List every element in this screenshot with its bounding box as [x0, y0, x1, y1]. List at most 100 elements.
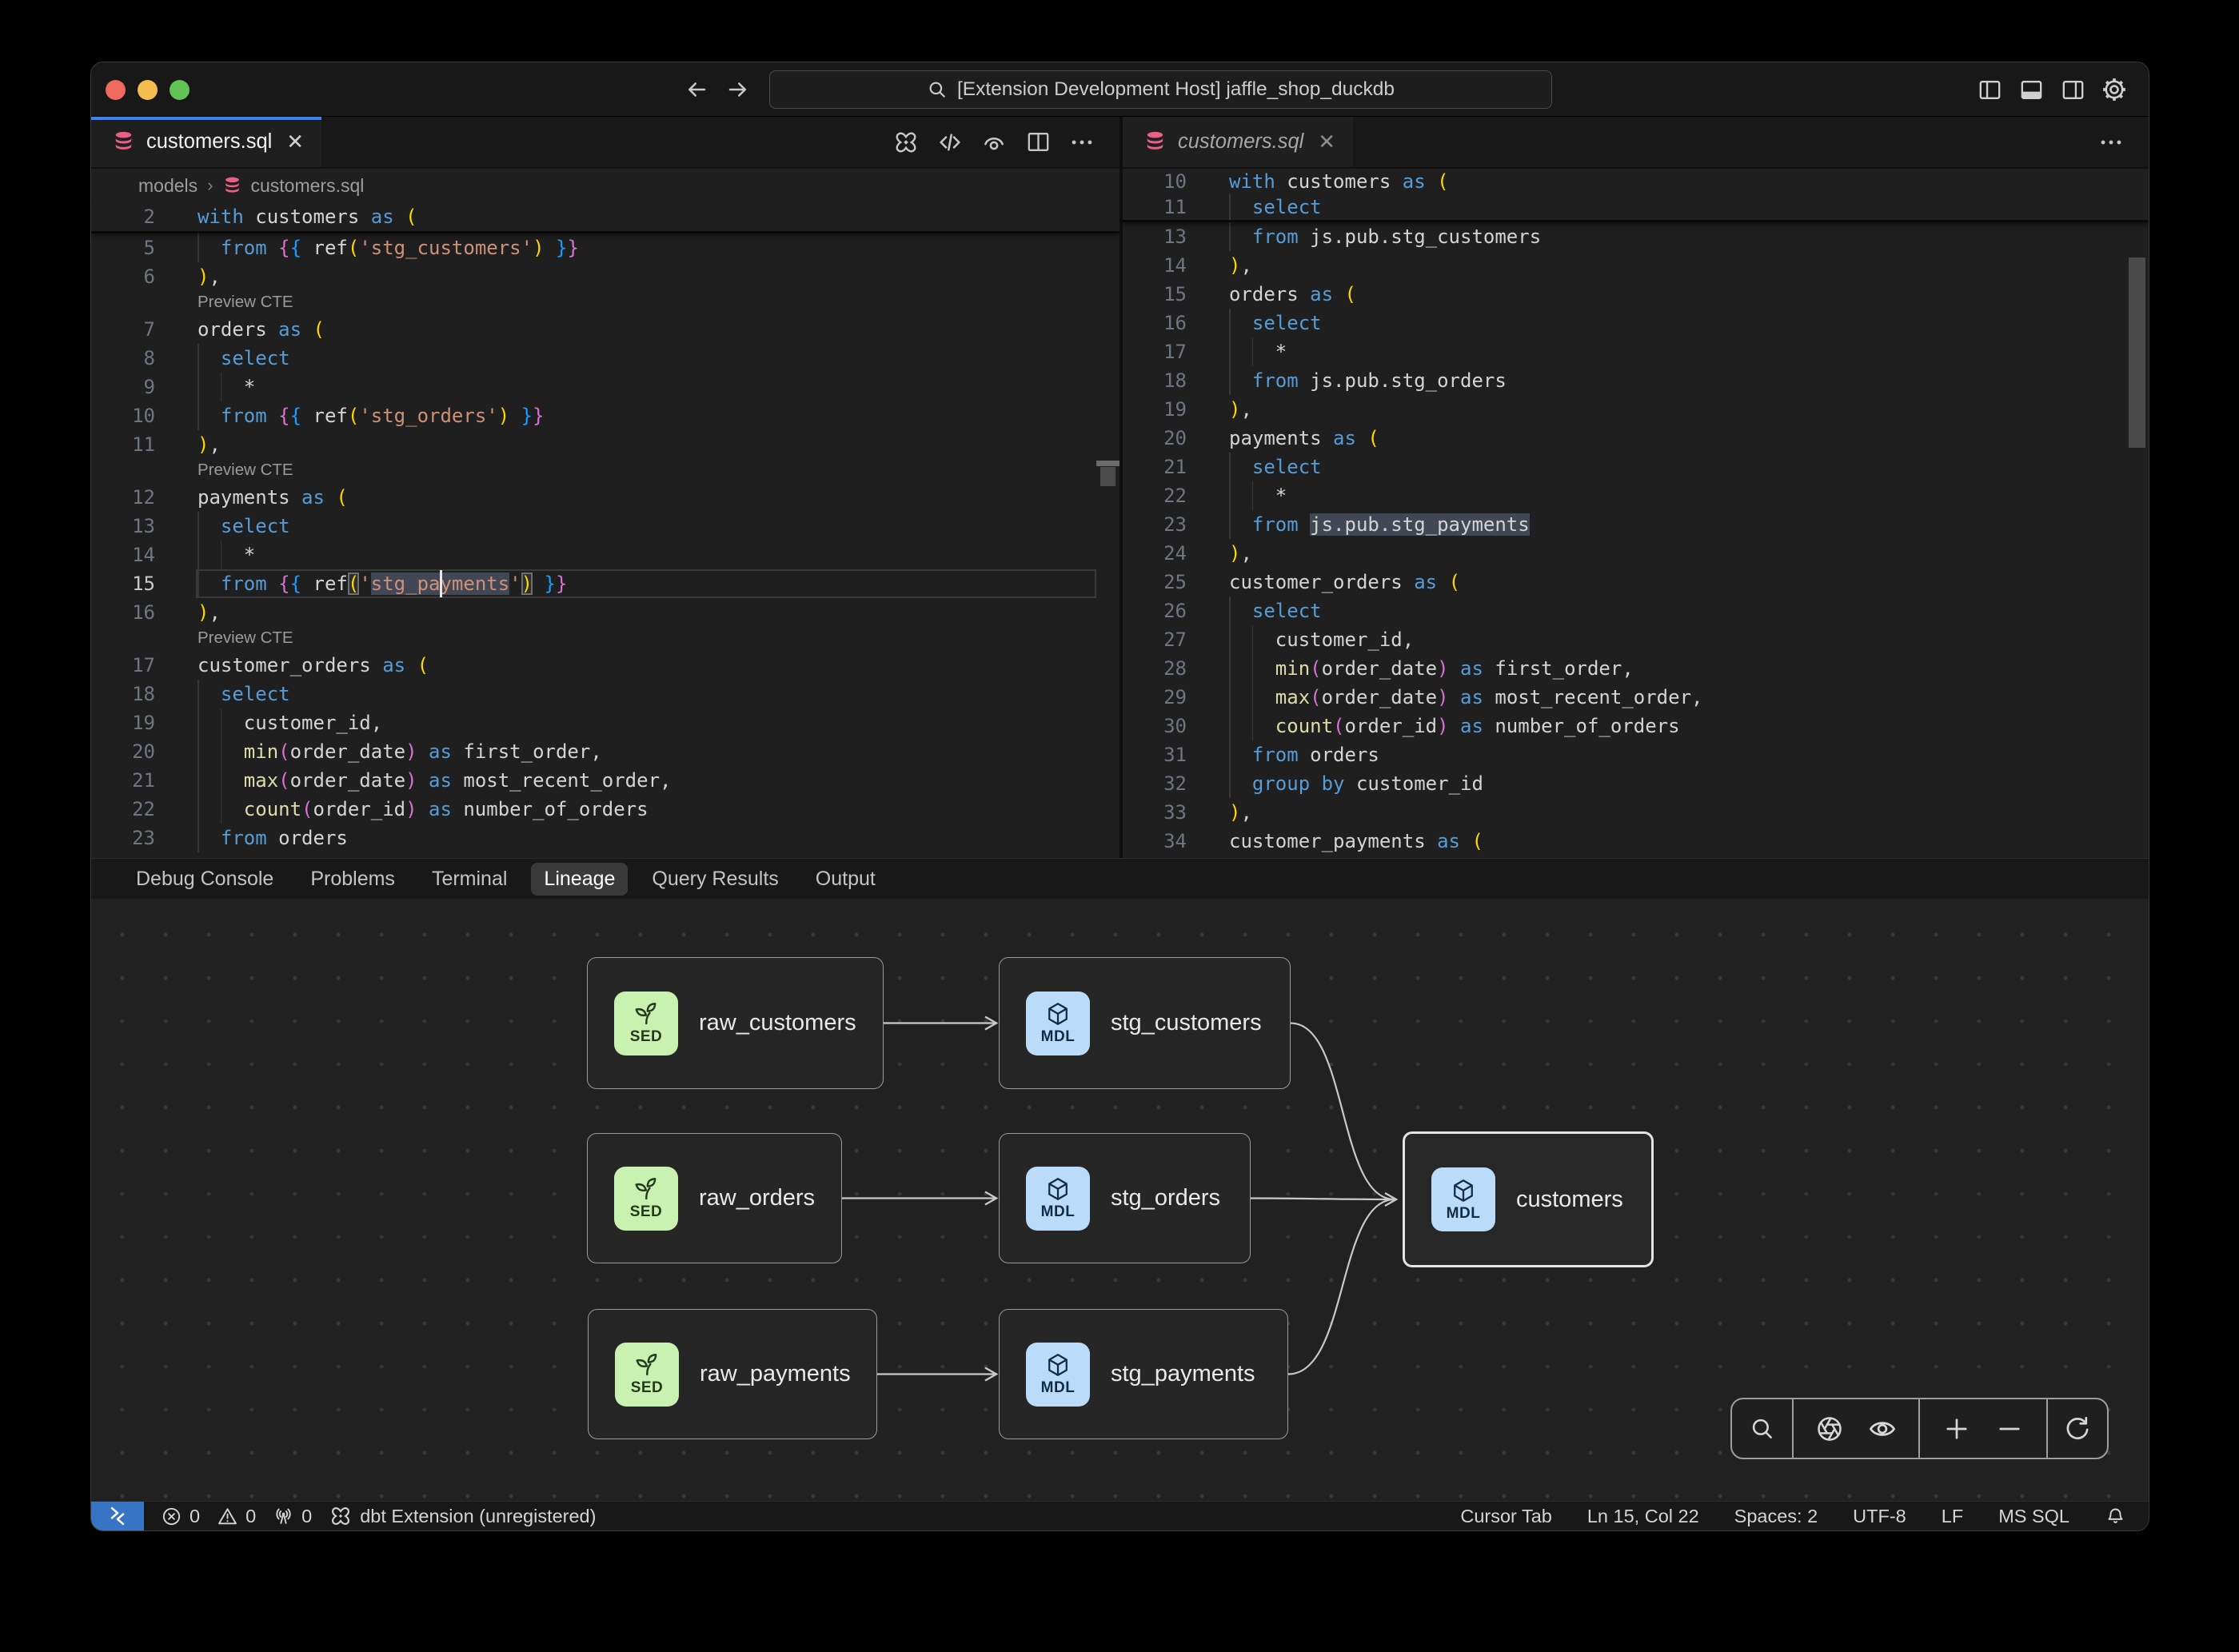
- panel-tab-query-results[interactable]: Query Results: [652, 867, 779, 890]
- breadcrumb[interactable]: models › customers.sql: [91, 169, 1120, 202]
- search-icon[interactable]: [1746, 1412, 1779, 1446]
- scrollbar-left[interactable]: [1096, 225, 1120, 858]
- code-line-16[interactable]: 16),: [91, 598, 1120, 627]
- code-line-13[interactable]: 13 select: [91, 512, 1120, 541]
- code-line-15[interactable]: 15 from {{ ref('stg_payments') }}: [91, 569, 1120, 598]
- editor-group-divider[interactable]: [1120, 117, 1123, 858]
- code-line-28[interactable]: 28 min(order_date) as first_order,: [1123, 654, 2149, 683]
- status-item-ms-sql[interactable]: MS SQL: [1998, 1502, 2069, 1530]
- window-zoom-button[interactable]: [170, 80, 190, 100]
- code-line-9[interactable]: 9 *: [91, 373, 1120, 401]
- zoom-in-icon[interactable]: [1940, 1412, 1974, 1446]
- code-icon[interactable]: [936, 129, 964, 156]
- breadcrumb-file[interactable]: customers.sql: [250, 174, 365, 196]
- panel-tab-terminal[interactable]: Terminal: [431, 867, 508, 890]
- code-line-13[interactable]: 13 from js.pub.stg_customers: [1123, 222, 2149, 251]
- eye-icon[interactable]: [1866, 1412, 1899, 1446]
- code-line-17[interactable]: 17 *: [1123, 337, 2149, 366]
- panel-tab-problems[interactable]: Problems: [310, 867, 395, 890]
- command-center-search[interactable]: [Extension Development Host] jaffle_shop…: [769, 70, 1552, 109]
- window-close-button[interactable]: [106, 80, 126, 100]
- code-line-14[interactable]: 14),: [1123, 251, 2149, 280]
- panel-tab-lineage[interactable]: Lineage: [531, 862, 629, 896]
- status-item-dbt-extension-unregistered-[interactable]: dbt Extension (unregistered): [329, 1504, 596, 1528]
- status-item-0[interactable]: 0: [273, 1506, 312, 1527]
- status-item-spaces-2[interactable]: Spaces: 2: [1734, 1502, 1818, 1530]
- code-line-19[interactable]: 19),: [1123, 395, 2149, 424]
- panel-tab-output[interactable]: Output: [815, 867, 876, 890]
- ellipsis-icon[interactable]: [2097, 129, 2125, 156]
- nav-forward-icon[interactable]: [726, 78, 750, 102]
- code-line-23[interactable]: 23 from js.pub.stg_payments: [1123, 510, 2149, 539]
- code-line-11[interactable]: 11),: [91, 430, 1120, 459]
- code-line-23[interactable]: 23 from orders: [91, 824, 1120, 852]
- status-item-ln-15-col-22[interactable]: Ln 15, Col 22: [1587, 1502, 1699, 1530]
- refresh-icon[interactable]: [2061, 1412, 2094, 1446]
- nav-back-icon[interactable]: [684, 78, 708, 102]
- window-minimize-button[interactable]: [138, 80, 158, 100]
- code-line-10[interactable]: 10 from {{ ref('stg_orders') }}: [91, 401, 1120, 430]
- code-line-24[interactable]: 24),: [1123, 539, 2149, 568]
- code-line-29[interactable]: 29 max(order_date) as most_recent_order,: [1123, 683, 2149, 712]
- zoom-out-icon[interactable]: [1993, 1412, 2026, 1446]
- toggle-secondary-sidebar-icon[interactable]: [2059, 76, 2086, 103]
- status-item-0[interactable]: 0: [217, 1506, 256, 1527]
- codelens-preview-cte[interactable]: Preview CTE: [198, 461, 293, 479]
- status-item-bell-icon[interactable]: [2105, 1502, 2126, 1530]
- code-line-19[interactable]: 19 customer_id,: [91, 708, 1120, 737]
- code-line-22[interactable]: 22 count(order_id) as number_of_orders: [91, 795, 1120, 824]
- tab-customers-sql-right[interactable]: customers.sql ✕: [1123, 117, 1353, 167]
- ellipsis-icon[interactable]: [1068, 129, 1096, 156]
- tab-customers-sql-left[interactable]: customers.sql ✕: [91, 117, 321, 167]
- codelens-preview-cte[interactable]: Preview CTE: [198, 628, 293, 647]
- code-line-18[interactable]: 18 from js.pub.stg_orders: [1123, 366, 2149, 395]
- code-line-16[interactable]: 16 select: [1123, 309, 2149, 337]
- code-line-8[interactable]: 8 select: [91, 344, 1120, 373]
- scrollbar-right[interactable]: [2125, 225, 2149, 858]
- code-line-32[interactable]: 32 group by customer_id: [1123, 769, 2149, 798]
- remote-indicator[interactable]: [91, 1502, 144, 1530]
- settings-gear-icon[interactable]: [2101, 76, 2128, 103]
- tab-close-icon[interactable]: ✕: [286, 130, 305, 154]
- status-item-utf-8[interactable]: UTF-8: [1853, 1502, 1906, 1530]
- status-item-0[interactable]: 0: [161, 1506, 200, 1527]
- code-line-30[interactable]: 30 count(order_id) as number_of_orders: [1123, 712, 2149, 740]
- code-line-31[interactable]: 31 from orders: [1123, 740, 2149, 769]
- preview-eye-icon[interactable]: [980, 129, 1008, 156]
- sticky-line-11[interactable]: 11 select: [1123, 194, 2149, 220]
- tab-close-icon[interactable]: ✕: [1318, 130, 1336, 154]
- panel-tab-debug-console[interactable]: Debug Console: [136, 867, 274, 890]
- status-item-cursor-tab[interactable]: Cursor Tab: [1460, 1502, 1552, 1530]
- scrollbar-thumb[interactable]: [2129, 257, 2145, 448]
- code-line-18[interactable]: 18 select: [91, 680, 1120, 708]
- split-editor-icon[interactable]: [1024, 129, 1052, 156]
- code-line-21[interactable]: 21 max(order_date) as most_recent_order,: [91, 766, 1120, 795]
- aperture-icon[interactable]: [1813, 1412, 1846, 1446]
- code-line-5[interactable]: 5 from {{ ref('stg_customers') }}: [91, 233, 1120, 262]
- breadcrumb-folder[interactable]: models: [138, 174, 198, 196]
- toggle-primary-sidebar-icon[interactable]: [1976, 76, 2003, 103]
- code-line-27[interactable]: 27 customer_id,: [1123, 625, 2149, 654]
- toggle-panel-icon[interactable]: [2017, 76, 2045, 103]
- code-line-26[interactable]: 26 select: [1123, 597, 2149, 625]
- status-item-lf[interactable]: LF: [1942, 1502, 1963, 1530]
- code-line-20[interactable]: 20 min(order_date) as first_order,: [91, 737, 1120, 766]
- code-line-14[interactable]: 14 *: [91, 541, 1120, 569]
- dbt-icon[interactable]: [892, 129, 920, 156]
